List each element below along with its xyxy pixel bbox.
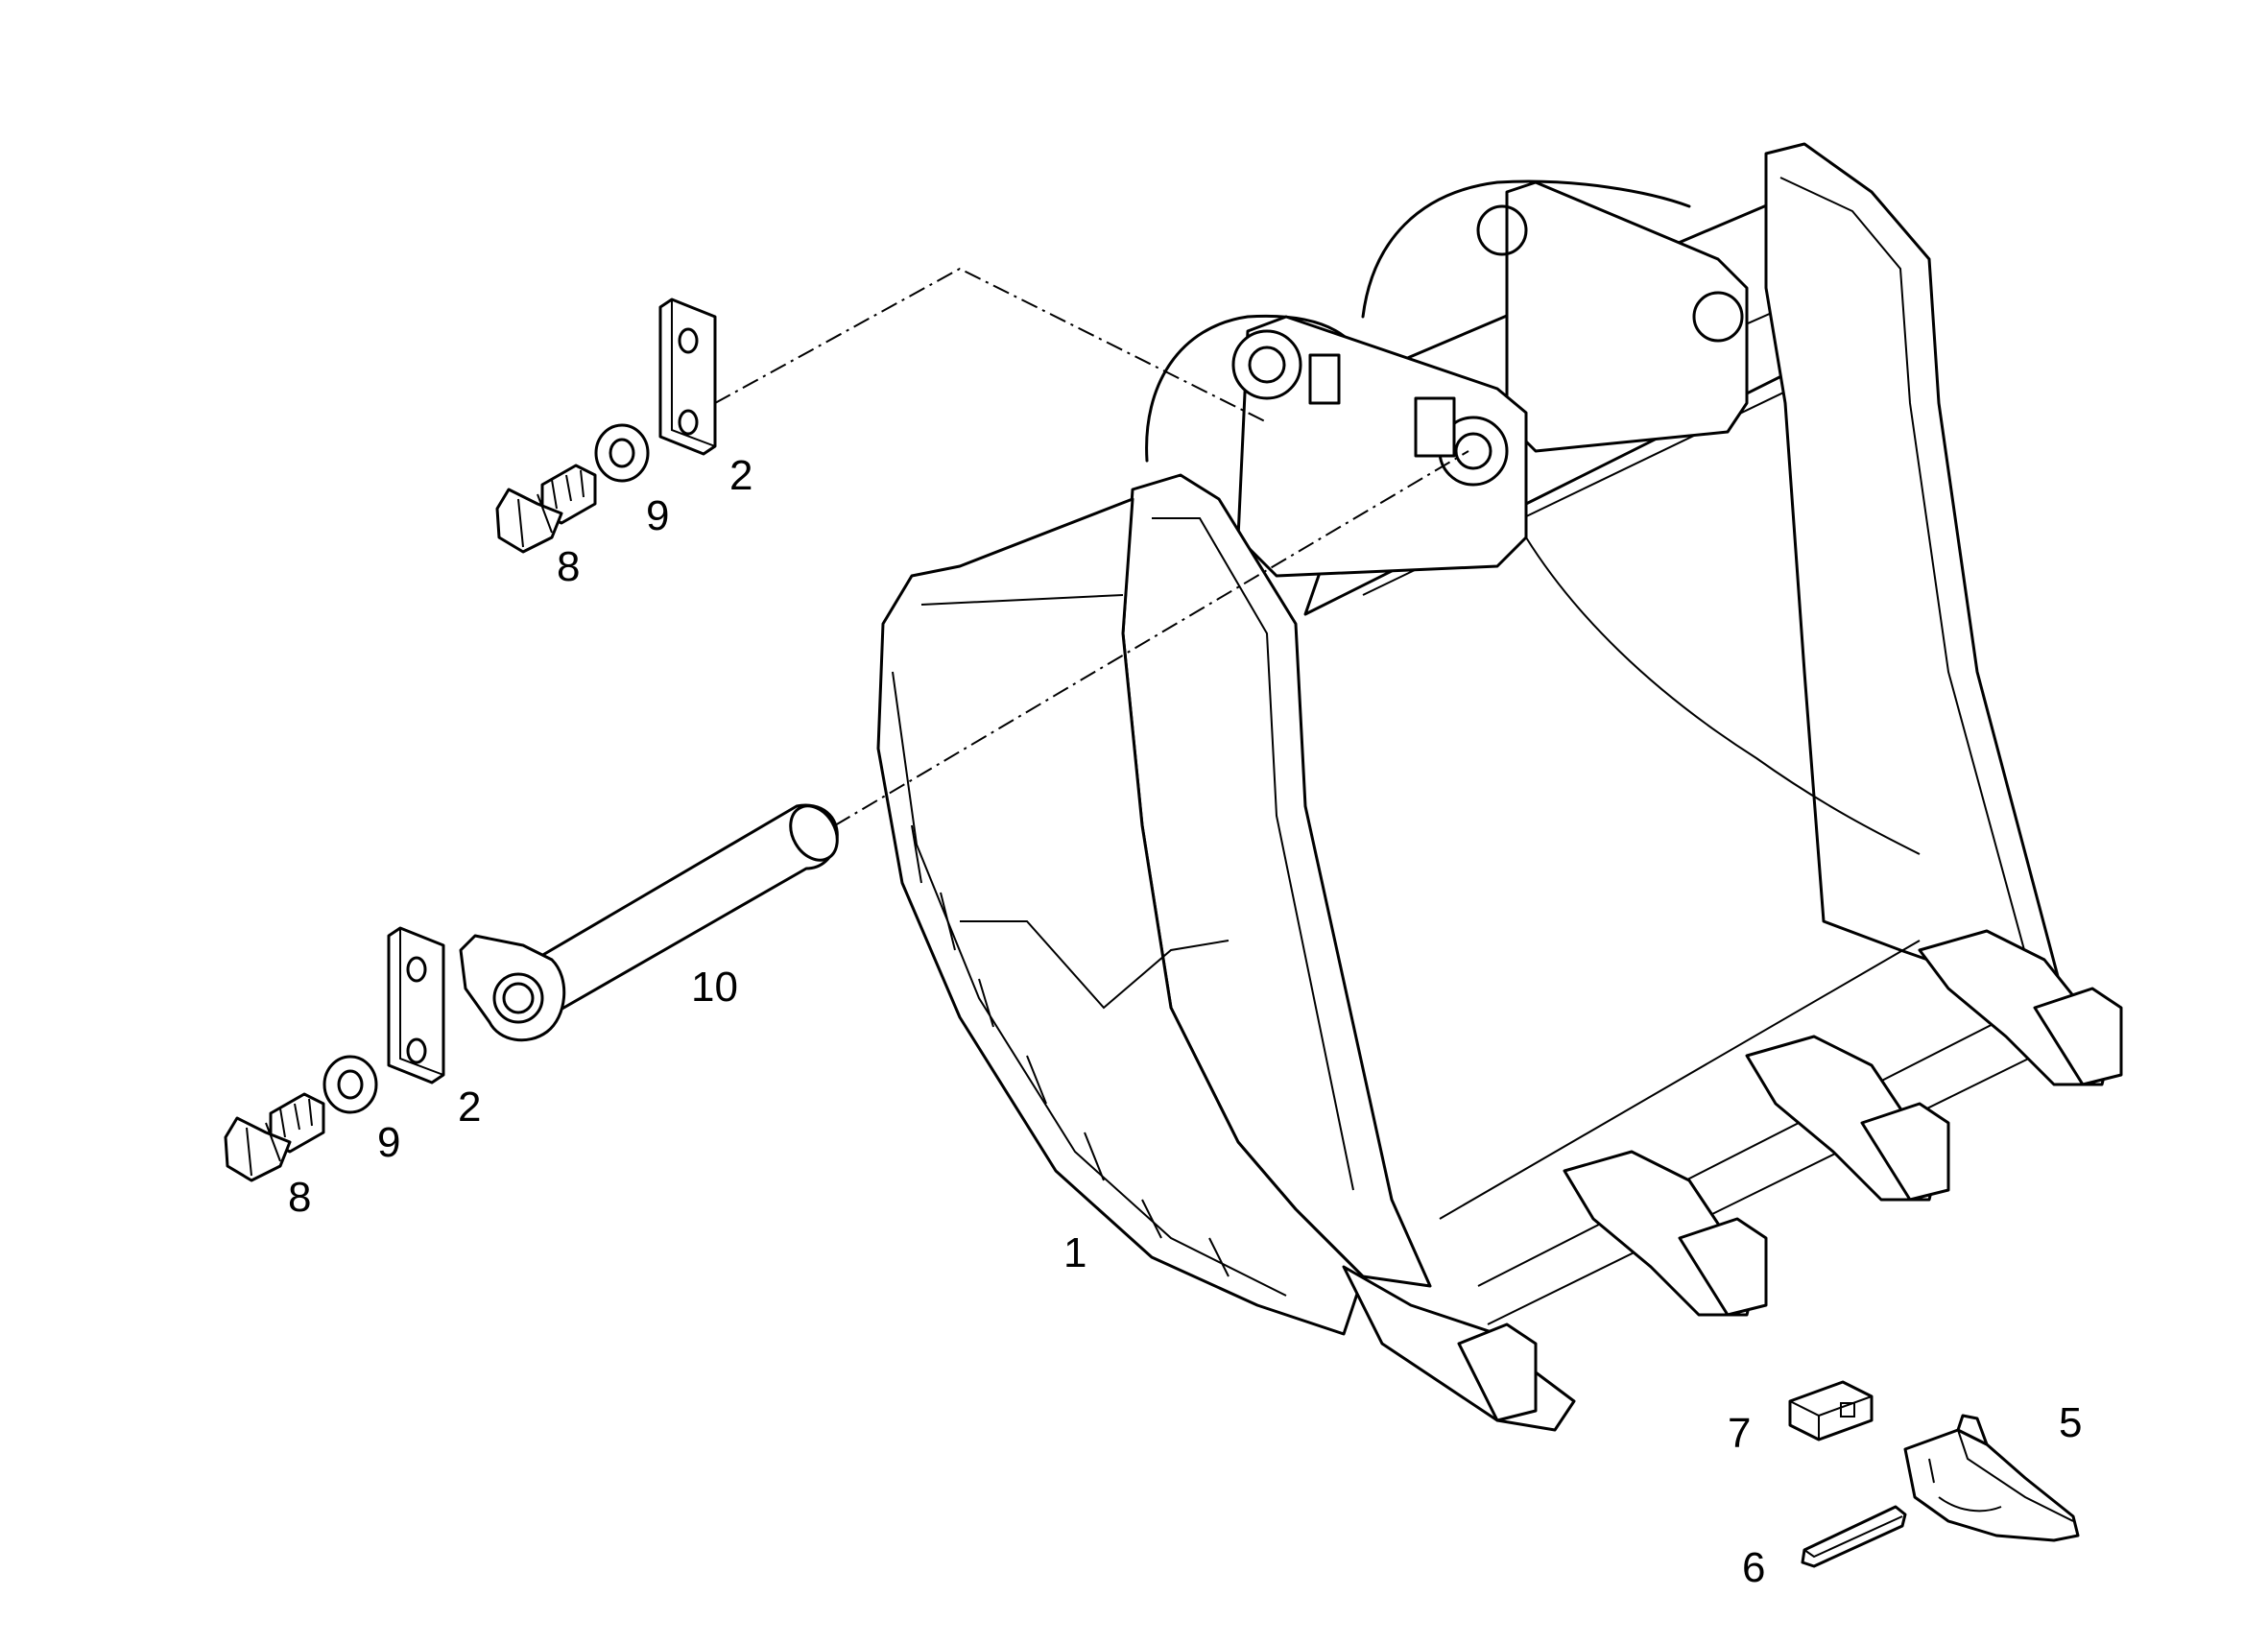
callout-label-8-top: 8 bbox=[557, 543, 580, 590]
callout-label-2-top: 2 bbox=[729, 452, 752, 499]
assembly-line-top bbox=[714, 267, 1268, 423]
bolt-bottom bbox=[224, 1092, 325, 1182]
callout-label-10: 10 bbox=[691, 964, 738, 1011]
bucket-teeth bbox=[1342, 929, 2123, 1432]
washer-top bbox=[594, 423, 650, 483]
callout-label-8-bottom: 8 bbox=[288, 1174, 311, 1221]
callout-label-7: 7 bbox=[1728, 1410, 1751, 1457]
tooth bbox=[1903, 1414, 2080, 1542]
retainer bbox=[1788, 1380, 1874, 1441]
assembly-line-pin bbox=[834, 450, 1469, 826]
pin bbox=[459, 803, 839, 1042]
callout-label-6: 6 bbox=[1742, 1544, 1765, 1591]
lock-plate-bottom bbox=[387, 926, 445, 1084]
bucket-body bbox=[876, 142, 2123, 1432]
callout-label-9-top: 9 bbox=[646, 492, 669, 539]
lock-plate-top bbox=[658, 298, 717, 456]
callout-label-1: 1 bbox=[1063, 1229, 1086, 1276]
bolt-top bbox=[495, 464, 597, 554]
callout-label-9-bottom: 9 bbox=[377, 1119, 400, 1166]
washer-bottom bbox=[322, 1055, 378, 1114]
callout-label-5: 5 bbox=[2059, 1399, 2082, 1446]
callout-label-2-bottom: 2 bbox=[458, 1084, 481, 1131]
pin-lock bbox=[1801, 1505, 1907, 1568]
